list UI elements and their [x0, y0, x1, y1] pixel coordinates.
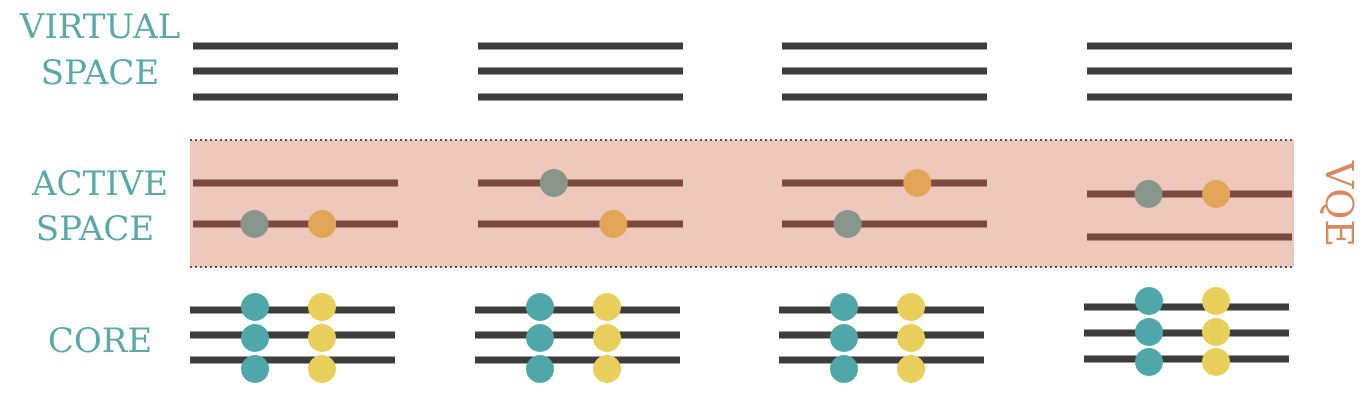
- teal-electron: [241, 355, 269, 383]
- teal-electron: [526, 355, 554, 383]
- yellow-electron: [897, 355, 925, 383]
- orange-electron: [308, 210, 337, 238]
- grey-electron: [539, 169, 568, 197]
- grey-electron: [1134, 180, 1163, 208]
- yellow-electron: [308, 324, 336, 352]
- teal-electron: [830, 324, 858, 352]
- active-space-label-line2: SPACE: [36, 209, 154, 249]
- orange-electron: [599, 210, 628, 238]
- teal-electron: [526, 324, 554, 352]
- grey-electron: [833, 210, 862, 238]
- teal-electron: [526, 293, 554, 321]
- yellow-electron: [897, 293, 925, 321]
- yellow-electron: [593, 293, 621, 321]
- teal-electron: [241, 293, 269, 321]
- core-label: CORE: [48, 321, 152, 361]
- yellow-electron: [308, 355, 336, 383]
- virtual-space-label-line2: SPACE: [41, 53, 159, 93]
- yellow-electron: [308, 293, 336, 321]
- teal-electron: [1135, 318, 1163, 346]
- yellow-electron: [593, 324, 621, 352]
- yellow-electron: [897, 324, 925, 352]
- orange-electron: [1202, 180, 1231, 208]
- teal-electron: [1135, 348, 1163, 376]
- teal-electron: [1135, 287, 1163, 315]
- yellow-electron: [1202, 318, 1230, 346]
- teal-electron: [830, 293, 858, 321]
- grey-electron: [240, 210, 269, 238]
- active-space-label-line1: ACTIVE: [31, 164, 168, 204]
- teal-electron: [830, 355, 858, 383]
- active-space-band: [190, 140, 1294, 267]
- teal-electron: [241, 324, 269, 352]
- yellow-electron: [1202, 287, 1230, 315]
- yellow-electron: [1202, 348, 1230, 376]
- vqe-label: VQE: [1317, 160, 1361, 247]
- orange-electron: [903, 169, 932, 197]
- virtual-space-label-line1: VIRTUAL: [19, 7, 180, 47]
- yellow-electron: [593, 355, 621, 383]
